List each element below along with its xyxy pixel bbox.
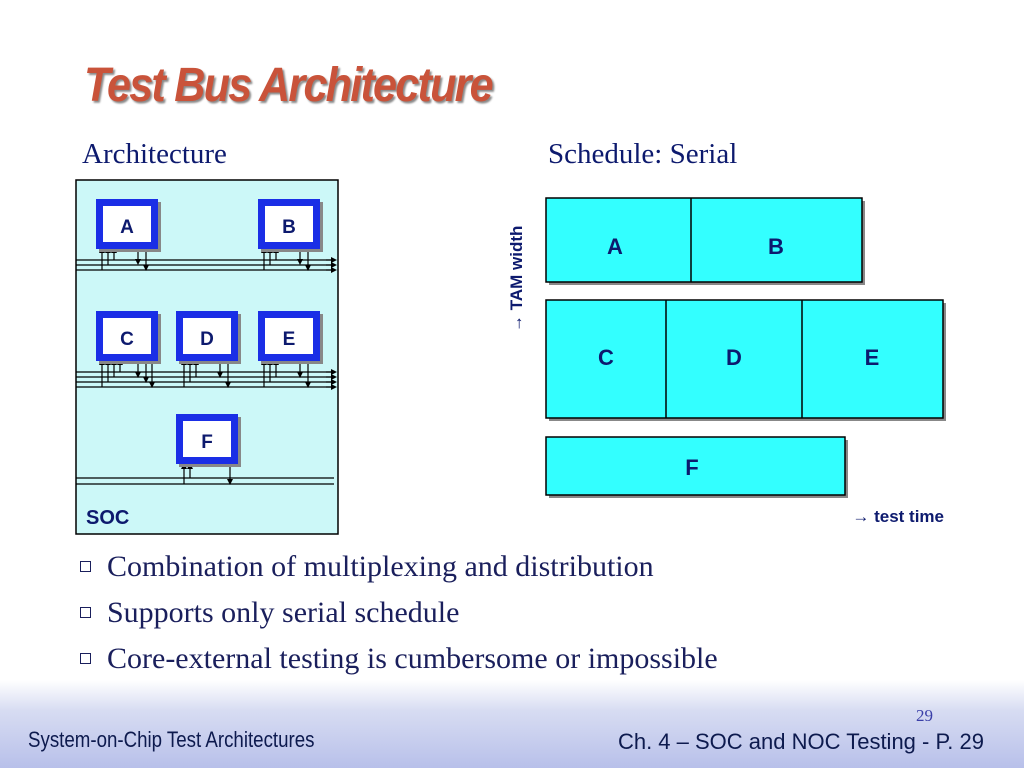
core-a-label: A <box>120 217 134 238</box>
bullet-square-icon <box>80 560 91 572</box>
tam-width-axis-label: → TAM width <box>507 226 526 332</box>
core-d-label: D <box>200 329 214 350</box>
schedule-cell-b: B <box>768 234 784 259</box>
test-bus-3 <box>76 477 334 485</box>
core-c-connections <box>99 359 155 388</box>
bullet-item: Combination of multiplexing and distribu… <box>80 548 718 594</box>
bullet-text: Combination of multiplexing and distribu… <box>107 550 654 583</box>
core-f-connections <box>181 463 233 485</box>
core-a-connections <box>99 247 149 271</box>
core-d: D <box>176 311 241 364</box>
bullet-item: Core-external testing is cumbersome or i… <box>80 640 718 686</box>
schedule-row-3: F <box>545 436 848 498</box>
bullet-square-icon <box>80 606 91 618</box>
core-f-label: F <box>201 432 213 453</box>
core-e: E <box>258 311 323 364</box>
core-c-label: C <box>120 329 134 350</box>
core-e-label: E <box>283 329 296 350</box>
architecture-heading: Architecture <box>82 138 227 170</box>
footer-chapter-page: Ch. 4 – SOC and NOC Testing - P. 29 <box>617 729 984 754</box>
soc-label: SOC <box>86 507 129 529</box>
schedule-row-2: C D E <box>545 299 946 421</box>
core-f: F <box>176 414 241 467</box>
bullet-list: Combination of multiplexing and distribu… <box>80 548 718 686</box>
test-time-axis-label: → test time <box>852 507 944 526</box>
core-b-label: B <box>282 217 296 238</box>
core-b: B <box>258 199 323 252</box>
schedule-diagram: A B C D E F → TAM width → test time <box>507 197 946 526</box>
footer-course-title: System-on-Chip Test Architectures <box>28 727 315 752</box>
schedule-cell-c: C <box>598 345 614 370</box>
schedule-row-1: A B <box>545 197 865 285</box>
core-e-connections <box>261 359 311 388</box>
bullet-text: Supports only serial schedule <box>107 596 460 629</box>
footer-band <box>0 680 1024 768</box>
schedule-cell-d: D <box>726 345 742 370</box>
core-d-connections <box>181 359 231 388</box>
schedule-cell-a: A <box>607 234 623 259</box>
page-number: 29 <box>916 706 933 725</box>
bus-output-arrows <box>326 257 337 390</box>
schedule-cell-e: E <box>865 345 880 370</box>
bullet-text: Core-external testing is cumbersome or i… <box>107 642 718 675</box>
schedule-heading: Schedule: Serial <box>548 138 738 170</box>
test-bus-1 <box>76 259 334 271</box>
test-bus-2 <box>76 371 334 388</box>
core-a: A <box>96 199 161 252</box>
schedule-cell-f: F <box>685 455 698 480</box>
bullet-item: Supports only serial schedule <box>80 594 718 640</box>
core-c: C <box>96 311 161 364</box>
bullet-square-icon <box>80 652 91 664</box>
slide-title: Test Bus Architecture <box>84 59 494 112</box>
